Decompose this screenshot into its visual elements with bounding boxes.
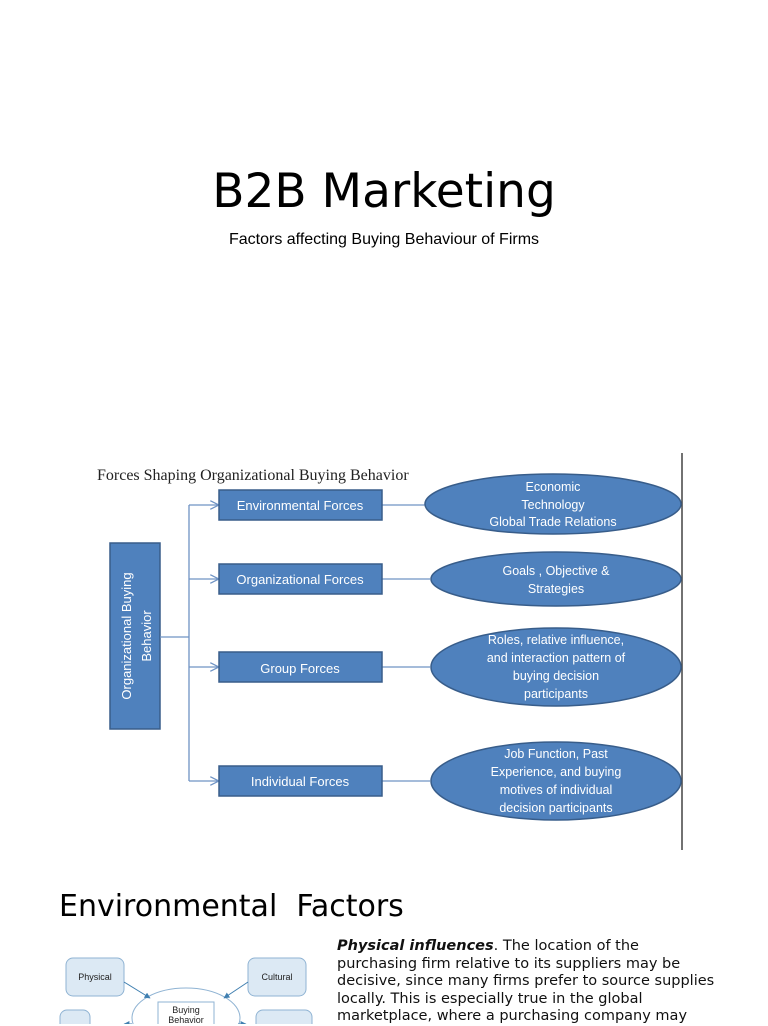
detail-line: and interaction pattern of — [487, 651, 626, 665]
node-physical: Physical — [65, 957, 125, 997]
central-box — [109, 542, 161, 730]
detail-ellipse-organizational: Goals , Objective & Strategies — [430, 551, 682, 607]
paragraph-lead: Physical influences — [337, 938, 494, 954]
node-center: Buying Behavior — [131, 987, 241, 1024]
detail-line: Experience, and buying — [491, 765, 622, 779]
mini-connectors — [123, 981, 249, 1024]
force-box-organizational: Organizational Forces — [218, 563, 383, 595]
detail-line: Roles, relative influence, — [488, 633, 624, 647]
detail-line: Economic — [526, 480, 581, 494]
connectors — [160, 505, 430, 781]
detail-ellipse-individual: Job Function, Past Experience, and buyin… — [430, 741, 682, 821]
detail-ellipse-environmental: Economic Technology Global Trade Relatio… — [424, 473, 682, 535]
detail-line: motives of individual — [500, 783, 613, 797]
slide-title: B2B Marketing — [212, 164, 556, 219]
detail-line: buying decision — [513, 669, 599, 683]
central-label-line2: Behavior — [139, 610, 154, 662]
force-label: Organizational Forces — [236, 572, 364, 587]
detail-ellipse-group: Roles, relative influence, and interacti… — [430, 627, 682, 707]
node-cultural: Cultural — [247, 957, 307, 997]
force-box-individual: Individual Forces — [218, 765, 383, 797]
force-box-group: Group Forces — [218, 651, 383, 683]
slide-subtitle: Factors affecting Buying Behaviour of Fi… — [228, 231, 540, 248]
detail-line: Technology — [521, 498, 585, 512]
detail-line: participants — [524, 687, 588, 701]
section-heading: Environmental Factors — [59, 889, 404, 924]
force-box-environmental: Environmental Forces — [218, 489, 383, 521]
detail-line: Goals , Objective & — [503, 564, 611, 578]
node-partial-right — [255, 1009, 313, 1024]
node-label: Cultural — [261, 972, 292, 982]
paragraph-text: . The location of the purchasing firm re… — [337, 938, 715, 1024]
detail-line: Strategies — [528, 582, 584, 596]
body-paragraph: Physical influences. The location of the… — [337, 938, 717, 1026]
detail-line: Global Trade Relations — [489, 515, 616, 529]
detail-line: decision participants — [499, 801, 612, 815]
environmental-mini-diagram: Physical Cultural Buying Behavior — [59, 957, 313, 1024]
force-label: Individual Forces — [251, 774, 350, 789]
node-label: Behavior — [168, 1015, 204, 1024]
force-label: Group Forces — [260, 661, 340, 676]
forces-diagram: Forces Shaping Organizational Buying Beh… — [97, 453, 683, 850]
force-label: Environmental Forces — [237, 498, 364, 513]
node-partial-left — [59, 1009, 91, 1024]
detail-line: Job Function, Past — [504, 747, 608, 761]
central-label-line1: Organizational Buying — [119, 572, 134, 699]
node-label: Physical — [78, 972, 112, 982]
node-label: Buying — [172, 1005, 200, 1015]
diagram-heading: Forces Shaping Organizational Buying Beh… — [97, 467, 409, 484]
